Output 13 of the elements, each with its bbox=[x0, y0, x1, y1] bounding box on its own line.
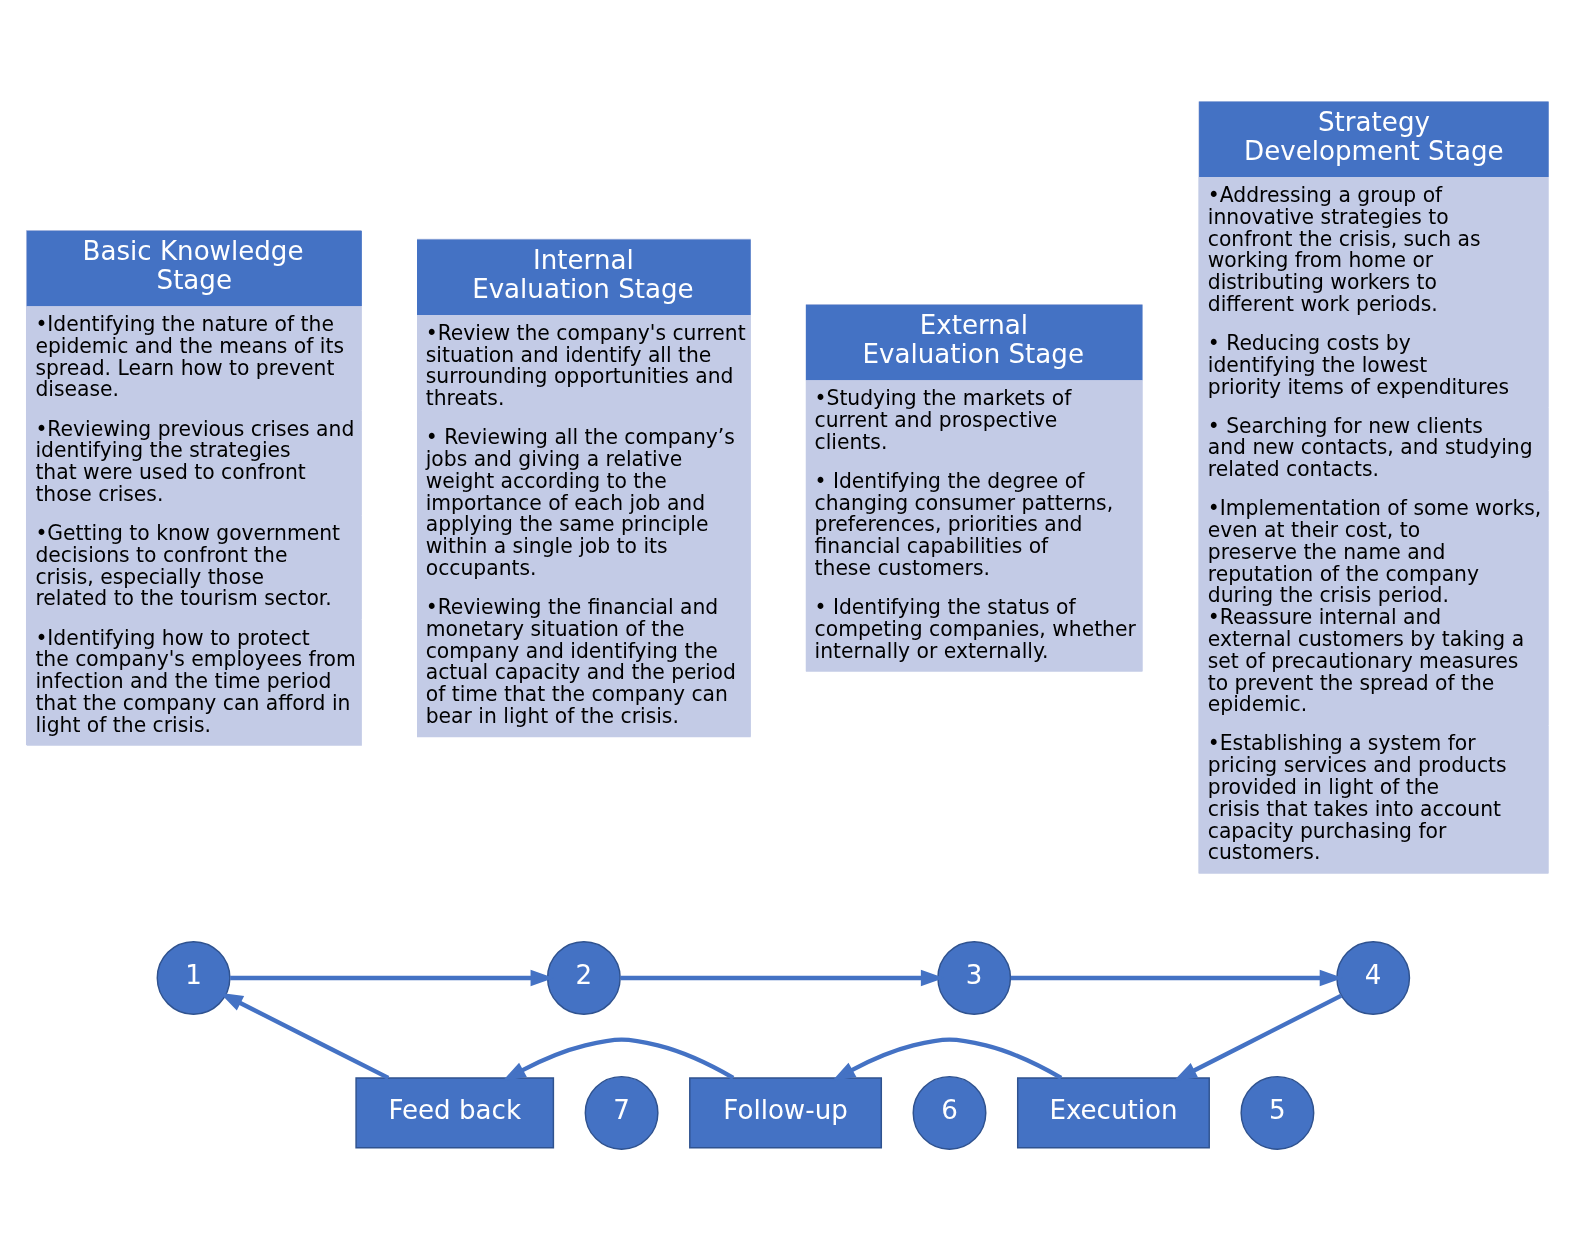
arrow bbox=[832, 1037, 1063, 1082]
node-circle: 4 bbox=[1336, 941, 1411, 1015]
node-circle: 2 bbox=[546, 941, 621, 1015]
node-box: Execution bbox=[1016, 1077, 1210, 1149]
node-box: Feed back bbox=[355, 1077, 555, 1149]
node-circle: 6 bbox=[912, 1075, 987, 1150]
node-circle: 1 bbox=[156, 941, 231, 1015]
node-box: Follow-up bbox=[689, 1077, 883, 1149]
node-circle: 5 bbox=[1240, 1075, 1315, 1150]
arrow bbox=[502, 1037, 735, 1081]
node-circle: 7 bbox=[584, 1075, 659, 1150]
node-circle: 3 bbox=[937, 941, 1012, 1015]
arrow bbox=[1173, 993, 1343, 1081]
